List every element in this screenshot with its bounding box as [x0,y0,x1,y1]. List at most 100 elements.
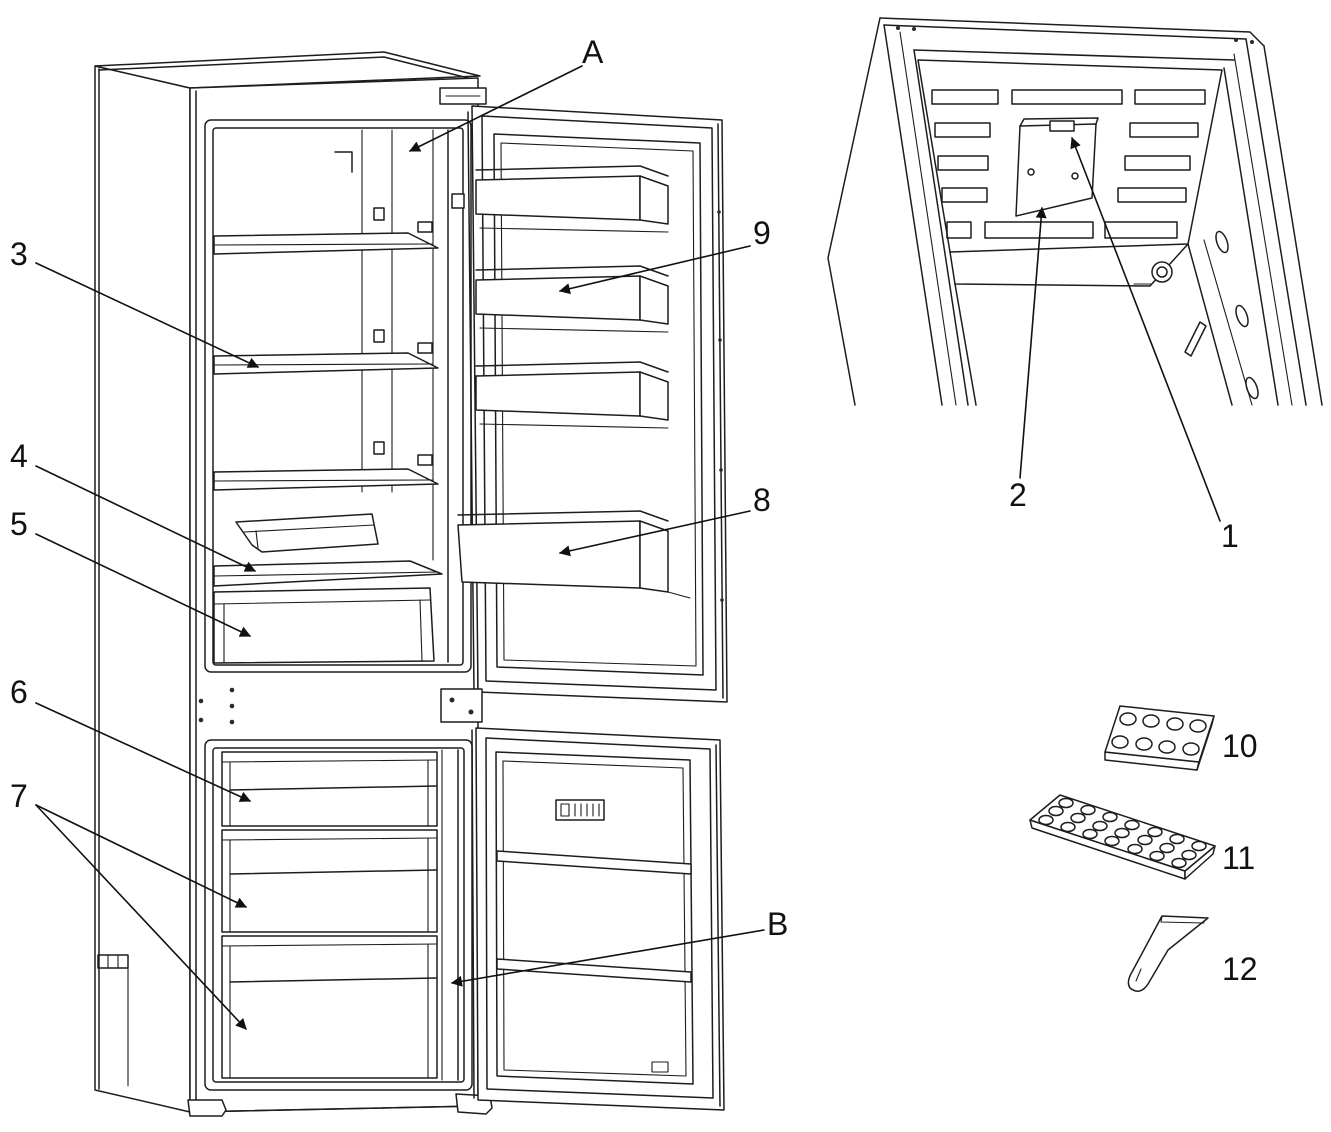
ice-cube-cell [1102,811,1118,823]
freezer-drawer-body [221,935,438,1079]
crisper-cover-shelf [213,560,443,587]
ice-cube-tray [1029,794,1216,880]
energy-label-icon [555,799,605,821]
door-bin-back-rim [475,265,669,277]
ice-cube-cell [1092,820,1108,832]
shelf-support-bar [1184,321,1207,357]
vent-slot [1011,89,1123,105]
leader-3 [35,262,259,368]
label-5: 5 [10,506,28,542]
inset-top-frame [879,17,1265,47]
callout-leaders [35,65,1221,1030]
leader-6 [35,702,252,802]
ice-cube-cell [1159,842,1175,854]
glass-shelf-3 [213,468,439,491]
glass-shelf-surface [213,232,439,255]
inset-back-wall-corner [1187,243,1233,406]
freezer-door-outer-edge [715,744,721,1107]
shelf-support-clip [417,454,433,466]
door-stop [451,193,465,209]
label-8: 8 [753,482,771,518]
shelf-support-clip [417,221,433,233]
door-bin-3 [475,361,669,429]
egg-tray-top [1104,705,1215,763]
bottle-tray-body [235,513,379,553]
ice-cube-cell [1060,821,1076,833]
top-panel-edge [98,56,473,80]
label-10: 10 [1222,728,1258,764]
leader-1 [1070,136,1221,522]
door-hinge-edge [467,111,475,693]
ceiling-light-box [1015,117,1099,217]
light-box-screw [1071,172,1079,180]
inset-top-frame-inner [883,24,1247,40]
crisper-drawer-rim [213,599,431,605]
door-bin-rib [479,327,669,333]
inset-ceiling-light-view [827,17,1323,406]
ice-cube-cell [1114,827,1130,839]
label-6: 6 [10,674,28,710]
freezer-opening-inner [212,747,465,1083]
door-bin-side [639,175,669,225]
egg-cup [1119,712,1137,726]
egg-tray [1104,705,1215,771]
door-bin-rib [667,591,691,599]
door-bin-back-rim [457,510,669,522]
divider-screw [198,698,204,704]
energy-label-frame [555,799,605,821]
light-switch [1049,120,1075,132]
ice-scraper-blade-edge [1160,915,1205,924]
inset-left-wall-edge [913,49,969,406]
freezer-door-tag-icon [651,1061,669,1073]
fridge-compartment [204,119,472,673]
freezer-door-shelf [496,850,692,875]
inset-screw [1234,38,1238,42]
inset-right-wall-edge [1223,67,1279,406]
vent-slot [1104,221,1178,239]
fridge-door-open [451,105,728,703]
light-box-top [1019,117,1099,127]
side-panel-vent-icon [97,954,129,969]
ice-cube-cell [1124,819,1140,831]
door-bin-rib [479,227,669,233]
inset-back-wall-corner [954,283,977,406]
vent-slot [1134,89,1206,105]
inset-left-wall-edge [899,31,957,406]
crisper-cover-edge [213,571,439,577]
shelf-support-clip [417,342,433,354]
leader-5 [35,533,251,637]
fridge-door-liner [493,133,704,676]
fridge-door-outer-edge [717,123,724,699]
middle-hinge-plate [440,688,483,723]
ice-cube-cell [1137,834,1153,846]
fridge-opening-inner [212,127,464,666]
ice-cube-cell [1080,804,1096,816]
glass-shelf-1 [213,232,439,255]
door-edge-screw [719,468,723,472]
freezer-drawer-middle [221,829,438,933]
inset-outer-edge-right [1263,45,1323,406]
fridge-door-liner-inner [500,142,697,667]
freezer-door-outer [475,727,725,1111]
door-bin-large [457,510,691,599]
freezer-compartment [204,739,473,1091]
door-edge-screw [720,598,724,602]
middle-hinge [440,688,483,723]
ceiling-vent-slots [931,89,1206,239]
ice-cube-cell [1147,826,1163,838]
door-bin-rib [479,423,669,429]
leader-9 [558,245,751,295]
divider-screw [198,717,204,723]
leader-2 [1019,206,1047,479]
ice-cube-cell [1169,833,1185,845]
egg-cup [1142,714,1160,728]
inset-right-wall-edge [1245,38,1307,406]
inset-screw [1250,40,1254,44]
egg-cup [1111,735,1129,749]
ice-cube-cell [1082,828,1098,840]
inset-screw [896,26,900,30]
ice-cube-cell [1127,843,1143,855]
label-a: A [582,34,604,70]
freezer-drawer-bottom [221,935,438,1079]
label-9: 9 [753,215,771,251]
